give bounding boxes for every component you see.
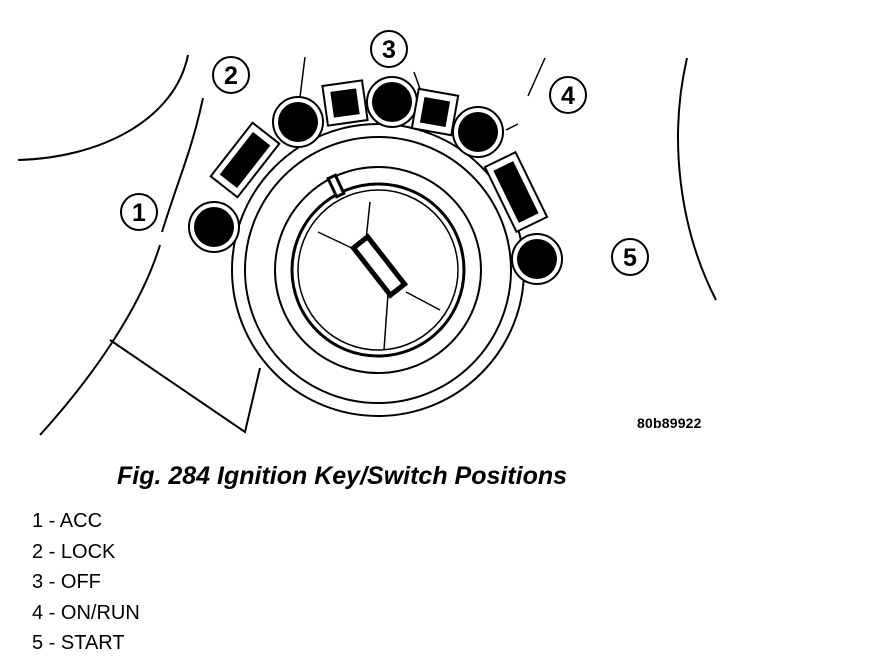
legend-item: 5 - START — [32, 632, 125, 654]
key-slot — [349, 233, 409, 299]
figure-reference-code: 80b89922 — [637, 415, 702, 431]
bezel-marker — [326, 173, 346, 199]
callout-5: 5 — [611, 238, 649, 276]
callout-4-label: 4 — [561, 82, 575, 110]
callout-5-label: 5 — [623, 244, 637, 272]
legend-item: 1 - ACC — [32, 510, 103, 532]
cylinder-spokes — [317, 201, 441, 351]
switch-bezel — [231, 123, 525, 417]
position-legend: 1 - ACC 2 - LOCK 3 - OFF 4 - ON/RUN 5 - … — [32, 506, 140, 659]
callout-3: 3 — [370, 30, 408, 68]
legend-item: 4 - ON/RUN — [32, 601, 140, 624]
legend-item: 3 - OFF — [32, 571, 101, 593]
dash-outline — [17, 54, 717, 436]
callout-2: 2 — [212, 56, 250, 94]
callout-3-label: 3 — [382, 36, 396, 64]
callout-4: 4 — [549, 76, 587, 114]
figure-caption: Fig. 284 Ignition Key/Switch Positions — [117, 462, 568, 490]
position-lamps — [188, 76, 563, 285]
indicator-blocks — [209, 79, 549, 234]
callout-2-label: 2 — [224, 62, 238, 90]
legend-item: 2 - LOCK — [32, 540, 116, 563]
ignition-switch-diagram: 1 2 3 4 5 — [17, 30, 717, 436]
callout-1: 1 — [120, 193, 158, 231]
callout-1-label: 1 — [132, 199, 146, 227]
